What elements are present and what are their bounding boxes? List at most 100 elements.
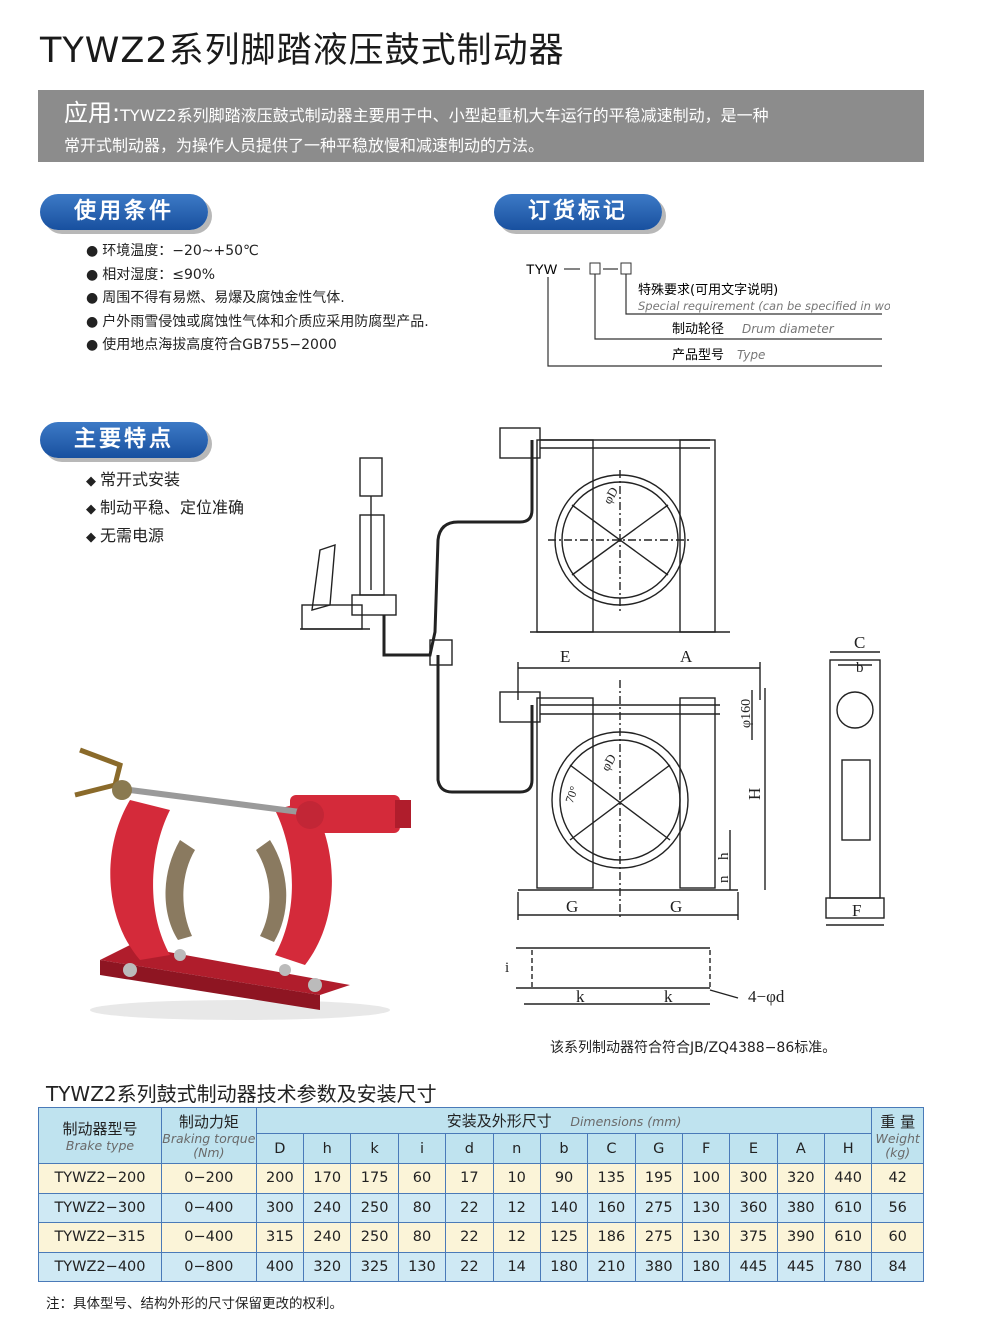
table-cell: 56 (871, 1192, 924, 1224)
table-cell: 195 (634, 1163, 683, 1194)
table-cell: 300 (729, 1163, 778, 1194)
torque-cell: 0−400 (160, 1222, 257, 1253)
product-type-cn: 产品型号 (672, 348, 724, 363)
col-header-weight: 重 量 Weight (kg) (871, 1107, 924, 1164)
product-type-en: Type (737, 348, 765, 362)
table-title: TYWZ2系列鼓式制动器技术参数及安装尺寸 (46, 1082, 437, 1106)
drum-diameter-cn: 制动轮径 (672, 322, 724, 337)
table-cell: 200 (255, 1163, 305, 1194)
table-cell: 445 (729, 1251, 778, 1283)
condition-item: 环境温度：−20~+50℃ (86, 240, 429, 264)
dim-col-header: b (539, 1133, 589, 1164)
dim-col-header: C (587, 1133, 636, 1164)
dimensions-header-en: Dimensions (mm) (570, 1114, 682, 1129)
dim-G2-label: G (670, 897, 682, 916)
drum-diameter-en: Drum diameter (742, 322, 835, 336)
table-cell: 375 (729, 1222, 778, 1253)
table-cell: 320 (776, 1163, 826, 1194)
table-cell: 360 (729, 1192, 778, 1224)
dim-b-label: b (856, 660, 864, 676)
spec-table: 制动器型号 Brake type 制动力矩 Braking torque (Nm… (38, 1107, 924, 1283)
condition-item: 户外雨雪侵蚀或腐蚀性气体和介质应采用防腐型产品. (86, 311, 428, 335)
dim-k2-label: k (664, 987, 673, 1006)
table-cell: 80 (397, 1192, 447, 1224)
table-cell: 300 (255, 1192, 305, 1224)
table-cell: 84 (871, 1251, 924, 1283)
features-heading: 主要特点 (40, 422, 208, 458)
table-cell: 610 (824, 1192, 873, 1224)
dim-h-label: h (716, 852, 732, 860)
table-cell: 400 (255, 1251, 305, 1283)
table-cell: 17 (445, 1163, 494, 1194)
table-cell: 445 (776, 1251, 826, 1283)
table-cell: 22 (445, 1251, 494, 1283)
feature-item: 常开式安装 (86, 467, 244, 495)
weight-header-en: Weight (875, 1131, 920, 1146)
special-requirement-cn: 特殊要求(可用文字说明) (638, 283, 778, 298)
table-cell: 380 (634, 1251, 683, 1283)
ordering-heading: 订货标记 (494, 194, 662, 230)
dim-G1-label: G (566, 897, 578, 916)
table-cell: 140 (539, 1192, 589, 1224)
dim-C-label: C (854, 633, 865, 652)
dim-col-header: k (350, 1133, 399, 1164)
model-cell: TYWZ2−200 (38, 1163, 162, 1194)
weight-header-cn: 重 量 (880, 1113, 916, 1131)
dim-col-header: h (303, 1133, 352, 1164)
bottom-phiD-label: φD (598, 751, 619, 773)
standard-note: 该系列制动器符合符合JB/ZQ4388−86标准。 (550, 1040, 837, 1056)
model-cell: TYWZ2−300 (38, 1192, 162, 1224)
top-phiD-label: φD (600, 484, 621, 506)
model-header-cn: 制动器型号 (62, 1120, 138, 1138)
table-cell: 160 (587, 1192, 636, 1224)
condition-item: 相对湿度：≤90% (86, 264, 429, 288)
table-cell: 22 (445, 1192, 494, 1224)
table-cell: 780 (824, 1251, 873, 1283)
dim-phi160-label: φ160 (739, 699, 754, 728)
table-cell: 610 (824, 1222, 873, 1253)
table-cell: 42 (871, 1163, 924, 1194)
dim-col-header: D (255, 1133, 305, 1164)
table-cell: 275 (634, 1192, 683, 1224)
angle-label: 70° (562, 784, 581, 805)
table-cell: 60 (871, 1222, 924, 1253)
dim-k1-label: k (576, 987, 585, 1006)
dim-A-label: A (680, 647, 693, 666)
torque-header-en: Braking torque (162, 1131, 256, 1146)
dim-H-label: H (745, 788, 764, 800)
dim-col-header: A (776, 1133, 826, 1164)
table-cell: 240 (303, 1222, 352, 1253)
table-cell: 90 (539, 1163, 589, 1194)
table-cell: 12 (492, 1192, 541, 1224)
torque-header-unit: (Nm) (193, 1145, 225, 1160)
pedal-cylinder (359, 457, 383, 497)
condition-item: 使用地点海拔高度符合GB755−2000 (86, 334, 429, 358)
torque-cell: 0−400 (160, 1192, 257, 1224)
model-header-en: Brake type (65, 1138, 135, 1153)
table-cell: 380 (776, 1192, 826, 1224)
table-cell: 186 (587, 1222, 636, 1253)
dim-E-label: E (560, 647, 570, 666)
table-cell: 180 (539, 1251, 589, 1283)
table-cell: 275 (634, 1222, 683, 1253)
table-cell: 130 (397, 1251, 447, 1283)
page-title: TYWZ2系列脚踏液压鼓式制动器 (40, 31, 565, 71)
model-cell: TYWZ2−400 (38, 1251, 162, 1283)
footnote: 注：具体型号、结构外形的尺寸保留更改的权利。 (46, 1296, 343, 1312)
table-cell: 130 (681, 1222, 731, 1253)
application-line-2: 常开式制动器，为操作人员提供了一种平稳放慢和减速制动的方法。 (64, 136, 545, 155)
brake-product-photo (74, 747, 411, 1020)
table-cell: 325 (350, 1251, 399, 1283)
table-cell: 315 (255, 1222, 305, 1253)
torque-cell: 0−200 (160, 1163, 257, 1194)
table-cell: 175 (350, 1163, 399, 1194)
model-cell: TYWZ2−315 (38, 1222, 162, 1253)
table-cell: 250 (350, 1192, 399, 1224)
dim-col-header: G (634, 1133, 683, 1164)
application-label: 应用: (64, 99, 121, 127)
table-cell: 210 (587, 1251, 636, 1283)
table-cell: 14 (492, 1251, 541, 1283)
